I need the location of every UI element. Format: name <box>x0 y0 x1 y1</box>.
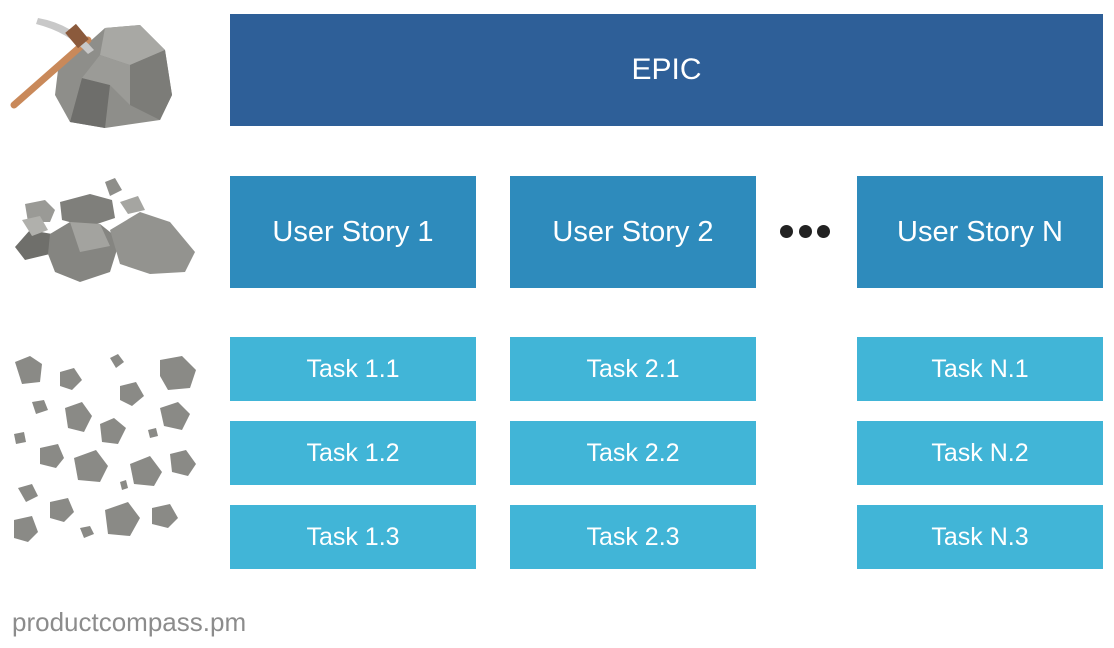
task-label: Task 1.3 <box>306 522 400 551</box>
task-box: Task N.1 <box>857 337 1103 401</box>
epic-box: EPIC <box>230 14 1103 126</box>
task-label: Task 1.2 <box>306 438 400 467</box>
task-label: Task N.2 <box>931 438 1029 467</box>
task-box: Task N.3 <box>857 505 1103 569</box>
task-label: Task N.3 <box>931 522 1029 551</box>
task-label: Task 1.1 <box>306 354 400 383</box>
task-box: Task 1.3 <box>230 505 476 569</box>
dot <box>780 224 793 238</box>
epic-label: EPIC <box>631 53 702 86</box>
task-label: Task 2.1 <box>586 354 680 383</box>
gravel-icon <box>14 354 196 542</box>
task-box: Task N.2 <box>857 421 1103 485</box>
user-story-box-n: User Story N <box>857 176 1103 288</box>
footer-watermark: productcompass.pm <box>12 607 247 637</box>
ellipsis-dots <box>780 221 830 241</box>
user-story-label: User Story N <box>897 215 1063 248</box>
pickaxe-boulder-icon <box>10 18 172 128</box>
user-story-box-1: User Story 1 <box>230 176 476 288</box>
task-box: Task 1.2 <box>230 421 476 485</box>
rock-pile-icon <box>15 178 195 282</box>
dot <box>798 224 812 238</box>
user-story-label: User Story 1 <box>272 215 434 248</box>
task-label: Task 2.2 <box>586 438 680 467</box>
dot <box>817 224 830 238</box>
user-story-box-2: User Story 2 <box>510 176 756 288</box>
task-box: Task 2.1 <box>510 337 756 401</box>
task-box: Task 2.2 <box>510 421 756 485</box>
task-box: Task 2.3 <box>510 505 756 569</box>
user-story-label: User Story 2 <box>552 215 714 248</box>
task-label: Task N.1 <box>931 354 1029 383</box>
task-box: Task 1.1 <box>230 337 476 401</box>
task-label: Task 2.3 <box>586 522 680 551</box>
